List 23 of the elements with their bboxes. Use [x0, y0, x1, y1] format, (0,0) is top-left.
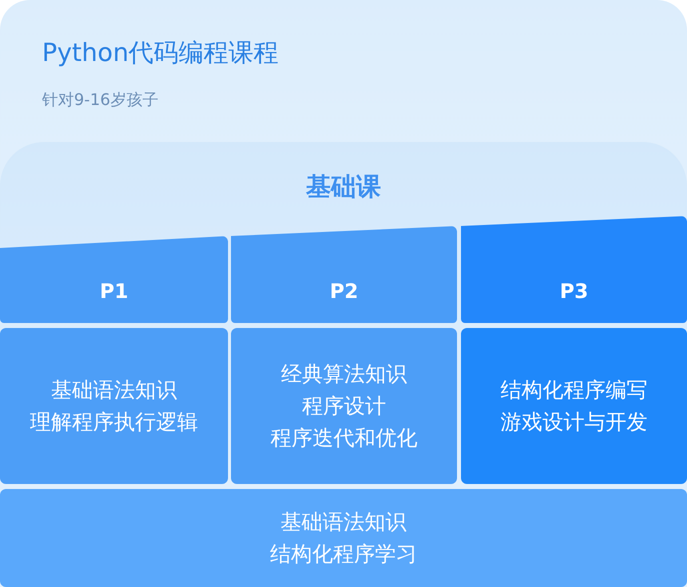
topic-box — [461, 328, 687, 484]
topic-text: 经典算法知识 — [281, 361, 407, 388]
level-label: P2 — [330, 278, 358, 305]
topic-text: 结构化程序编写 — [500, 377, 648, 404]
topic-text: 程序迭代和优化 — [270, 425, 418, 452]
topic-text: 理解程序执行逻辑 — [30, 409, 198, 436]
summary-bar — [0, 489, 687, 587]
course-panel — [0, 142, 687, 587]
level-header — [0, 236, 228, 323]
topic-text: 程序设计 — [302, 393, 386, 420]
topic-text: 基础语法知识 — [51, 377, 177, 404]
topic-text: 结构化程序学习 — [270, 541, 417, 568]
course-title: Python代码编程课程 — [42, 37, 279, 69]
panel-heading: 基础课 — [305, 171, 382, 203]
level-header — [461, 216, 687, 323]
level-label: P1 — [100, 278, 128, 305]
course-subtitle: 针对9-16岁孩子 — [42, 90, 158, 111]
topic-box — [231, 328, 457, 484]
topic-box — [0, 328, 228, 484]
topic-text: 游戏设计与开发 — [500, 409, 648, 436]
topic-text: 基础语法知识 — [280, 509, 406, 536]
level-label: P3 — [560, 278, 588, 305]
level-header — [231, 226, 457, 323]
